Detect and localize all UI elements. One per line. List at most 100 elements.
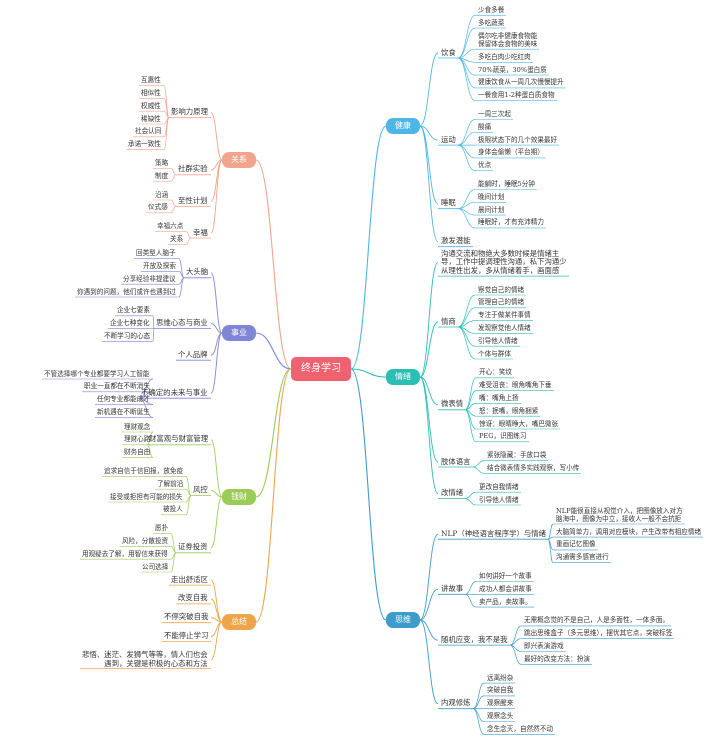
leaf-left-0-0-4[interactable]: 社会认同 (135, 127, 162, 136)
leaf-left-2-0-0[interactable]: 理财观念 (124, 422, 151, 431)
subtopic-right-1-3[interactable]: 肢体语言 (441, 456, 471, 466)
leaf-left-2-2-0[interactable]: 愿扑 (155, 524, 169, 533)
leaf-right-2-2-2[interactable]: 即兴表演游戏 (524, 642, 564, 650)
subtopic-right-2-2[interactable]: 随机应变，我不是我 (441, 634, 508, 644)
leaf-right-0-2-3[interactable]: 睡眠好，才有充沛精力 (478, 218, 544, 227)
leaf-right-0-0-6[interactable]: 一餐食用1-2种蛋白质食物 (478, 91, 555, 100)
main-topic-left-1[interactable]: 事业 (222, 325, 256, 341)
subtopic-left-2-0[interactable]: 财富观与财富管理 (149, 434, 209, 444)
leaf-left-1-0-0[interactable]: 回类型人脑子 (136, 249, 176, 258)
leaf-left-1-3-3[interactable]: 新机遇在不断诞生 (97, 407, 150, 416)
leaf-right-2-3-0[interactable]: 远离纷杂 (487, 673, 514, 682)
central-topic[interactable]: 终身学习 (291, 357, 351, 381)
leaf-left-0-1-0[interactable]: 策略 (155, 158, 169, 167)
leaf-right-0-1-3[interactable]: 身体会偷懒（平台期） (478, 148, 544, 157)
leaf-left-2-1-3[interactable]: 被投人 (163, 505, 183, 514)
subtopic-right-1-2[interactable]: 微表情 (441, 399, 464, 409)
leaf-right-0-0-2[interactable]: 偶尔吃非健康食物能 保留体会食物的美味 (478, 31, 538, 49)
main-topic-left-3[interactable]: 总结 (222, 614, 256, 630)
main-topic-right-0[interactable]: 健康 (386, 118, 420, 134)
subtopic-left-0-3[interactable]: 幸福 (193, 227, 208, 237)
leaf-left-1-3-1[interactable]: 职业一直都在不断消失 (84, 382, 150, 391)
leaf-right-2-3-1[interactable]: 突破自我 (487, 686, 514, 695)
leaf-right-0-0-5[interactable]: 健康饮食从一周几次慢慢提升 (478, 78, 564, 87)
leaf-right-0-1-2[interactable]: 极限状态下的几个效果最好 (478, 135, 558, 144)
leaf-right-0-2-1[interactable]: 晚间计划 (478, 192, 505, 201)
subtopic-right-2-3[interactable]: 内观修炼 (441, 698, 471, 708)
subtopic-left-3-3[interactable]: 不能停止学习 (164, 631, 209, 640)
leaf-left-0-0-0[interactable]: 互惠性 (141, 76, 161, 85)
leaf-left-0-0-3[interactable]: 稀缺性 (141, 114, 161, 123)
leaf-right-0-0-1[interactable]: 多吃蔬菜 (478, 18, 505, 27)
leaf-right-0-0-3[interactable]: 多吃白肉少吃红肉 (478, 52, 531, 61)
leaf-left-0-3-0[interactable]: 幸福六点 (157, 222, 184, 231)
leaf-right-1-1-3[interactable]: 发现察觉他人情绪 (478, 323, 531, 332)
leaf-left-0-0-5[interactable]: 承诺一致性 (128, 140, 161, 149)
leaf-left-1-3-2[interactable]: 任何专业都能成才 (97, 395, 150, 404)
leaf-right-2-3-3[interactable]: 观察念头 (487, 712, 514, 720)
leaf-right-0-1-0[interactable]: 一周三次起 (478, 110, 511, 118)
leaf-right-1-2-3[interactable]: 怒：抿嘴，眼角捆紧 (479, 406, 539, 415)
leaf-right-2-3-4[interactable]: 念生念灭，自然然不动 (487, 724, 553, 733)
leaf-left-2-2-2[interactable]: 用观疑去了解，用智信来获得 (82, 549, 168, 558)
subtopic-left-3-1[interactable]: 改变自我 (178, 593, 208, 603)
subtopic-left-1-0[interactable]: 大头脑 (186, 267, 209, 277)
leaf-left-2-1-2[interactable]: 接受或拒担有可能的损失 (110, 492, 183, 501)
leaf-right-1-2-0[interactable]: 开心：笑纹 (479, 368, 512, 377)
subtopic-right-0-0[interactable]: 饮食 (441, 47, 456, 57)
leaf-left-2-1-1[interactable]: 了解前沿 (157, 479, 184, 488)
leaf-left-0-1-1[interactable]: 制度 (155, 171, 169, 180)
leaf-right-1-1-2[interactable]: 专注于做某件事情 (478, 311, 531, 320)
leaf-right-2-2-3[interactable]: 最好的改变方法：扮演 (524, 654, 590, 663)
subtopic-left-0-0[interactable]: 影响力原理 (171, 107, 208, 117)
leaf-right-2-0-1[interactable]: 大脑简单力，调用对应模块，产生改带有相应情绪 (556, 527, 702, 536)
leaf-left-1-1-0[interactable]: 企业七要素 (117, 306, 150, 315)
leaf-left-0-0-2[interactable]: 权威性 (141, 101, 161, 110)
leaf-right-1-4-0[interactable]: 更改自我情绪 (479, 482, 519, 491)
subtopic-left-3-0[interactable]: 走出舒适区 (171, 574, 208, 584)
subtopic-left-2-2[interactable]: 证券投资 (178, 542, 208, 552)
leaf-right-2-2-0[interactable]: 无需概念觉的不是自己，人是多面性，一体多面。 (524, 616, 670, 625)
leaf-left-2-0-1[interactable]: 理财心路 (124, 435, 151, 444)
subtopic-left-0-2[interactable]: 至性计划 (178, 195, 208, 205)
leaf-right-2-2-1[interactable]: 跳出思维盒子（多元思维），摆优其它点，突破标签 (524, 629, 673, 638)
leaf-left-0-2-1[interactable]: 仪式感 (148, 203, 168, 212)
leaf-right-1-2-2[interactable]: 嘴：嘴角上扬 (479, 393, 519, 402)
leaf-right-2-1-1[interactable]: 成功人都会讲故事 (479, 584, 532, 593)
subtopic-right-1-1[interactable]: 情商 (441, 316, 456, 326)
subtopic-left-0-1[interactable]: 社群实验 (178, 164, 208, 174)
subtopic-right-0-2[interactable]: 睡眠 (441, 198, 456, 208)
leaf-right-1-4-1[interactable]: 引导他人情绪 (479, 495, 519, 504)
leaf-right-1-1-1[interactable]: 管理自己的情绪 (478, 298, 525, 307)
leaf-left-2-1-0[interactable]: 追求自信于信回报，放免疫 (104, 466, 184, 475)
leaf-right-0-2-2[interactable]: 晨间计划 (478, 205, 505, 214)
leaf-left-1-1-2[interactable]: 不断学习的心态 (104, 331, 151, 340)
leaf-left-0-0-1[interactable]: 相似性 (141, 88, 161, 97)
main-topic-right-2[interactable]: 思维 (386, 612, 420, 628)
subtopic-left-1-3[interactable]: 不确定的未来与事业 (141, 387, 208, 397)
leaf-left-1-0-3[interactable]: 你遇到的问题，他们或许也遇到过 (77, 287, 176, 296)
leaf-right-2-0-2[interactable]: 重画记忆图像 (556, 540, 596, 549)
main-topic-left-0[interactable]: 关系 (222, 152, 256, 168)
main-topic-left-2[interactable]: 钱财 (222, 489, 256, 505)
leaf-right-0-1-1[interactable]: 酸痛 (478, 122, 492, 131)
subtopic-left-3-4[interactable]: 悲悟、迷茫、发狮气等等，情人们也会 遇到，关键是积极的心态和方法 (82, 650, 208, 668)
main-topic-right-1[interactable]: 情绪 (386, 369, 420, 385)
leaf-left-0-2-0[interactable]: 沿涵 (155, 190, 169, 199)
subtopic-left-3-2[interactable]: 不停突破自我 (164, 612, 209, 622)
subtopic-left-2-1[interactable]: 风控 (193, 485, 208, 495)
leaf-left-1-0-2[interactable]: 分享经验非提建议 (123, 274, 176, 283)
leaf-right-2-1-2[interactable]: 卖产品，卖故事。 (479, 597, 532, 606)
leaf-left-1-1-1[interactable]: 企业七种变化 (110, 319, 150, 328)
leaf-right-1-1-4[interactable]: 引导他人情绪 (478, 336, 518, 345)
leaf-left-2-2-3[interactable]: 公司选择 (142, 562, 169, 571)
subtopic-right-1-4[interactable]: 改情绪 (441, 488, 464, 498)
leaf-right-1-3-0[interactable]: 紧张隐藏：手放口袋 (487, 451, 547, 460)
leaf-right-0-2-0[interactable]: 能躺时，睡眠5分钟 (478, 180, 535, 188)
subtopic-right-1-0[interactable]: 沟通交流和物绝大多数时候是情绪主 导，工作中提调理性沟通，私下沟通少 从理性出发… (441, 248, 567, 275)
leaf-right-1-2-5[interactable]: PEG，识图练习 (479, 432, 527, 441)
leaf-left-1-0-1[interactable]: 开放及探索 (143, 261, 176, 270)
leaf-right-1-2-4[interactable]: 惊讶：眼睛睁大，嘴巴微张 (479, 419, 559, 428)
leaf-right-2-0-0[interactable]: NLP能很直接从视觉介入，把图像放入对方 脑海中，图像为中立，接收人一般不会抗拒 (556, 506, 683, 524)
leaf-right-1-1-5[interactable]: 个体与群体 (478, 349, 511, 358)
